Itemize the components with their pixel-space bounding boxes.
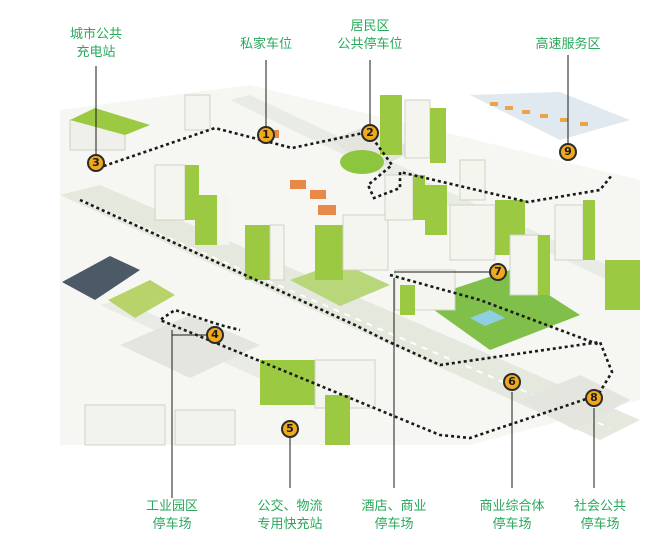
label-line: 停车场 — [152, 517, 192, 532]
highway-service-area — [470, 92, 630, 140]
charging-station-roof — [70, 108, 150, 135]
label-line: 充电站 — [76, 45, 116, 60]
solar-field — [62, 256, 140, 300]
leader-lines — [95, 55, 595, 498]
marker-1: 1 — [257, 126, 275, 144]
marker-9: 9 — [559, 143, 577, 161]
label-line: 专用快充站 — [257, 517, 323, 532]
avenue-lane — [79, 199, 611, 429]
label-line: 高速服务区 — [535, 37, 601, 52]
marker-5: 5 — [281, 420, 299, 438]
label-bus-logistics-charging: 公交、物流 专用快充站 — [240, 498, 340, 534]
label-line: 停车场 — [374, 517, 414, 532]
label-public-charging-station: 城市公共 充电站 — [56, 26, 136, 62]
label-industrial-park-parking: 工业园区 停车场 — [132, 498, 212, 534]
charging-route-line — [79, 126, 614, 440]
label-highway-service-area: 高速服务区 — [520, 36, 616, 54]
label-line: 公共停车位 — [337, 37, 403, 52]
label-line: 酒店、商业 — [361, 499, 427, 514]
label-line: 工业园区 — [145, 499, 198, 514]
marker-7: 7 — [489, 263, 507, 281]
industrial-parking-lot — [120, 315, 260, 378]
factory-roof — [108, 280, 175, 318]
label-residential-parking: 居民区 公共停车位 — [320, 18, 420, 54]
label-line: 公交、物流 — [257, 499, 323, 514]
marker-2: 2 — [361, 124, 379, 142]
label-line: 商业综合体 — [479, 499, 545, 514]
marker-6: 6 — [503, 373, 521, 391]
label-line: 城市公共 — [69, 27, 122, 42]
main-avenue — [60, 185, 640, 440]
public-parking-lot — [520, 375, 630, 430]
residential-parking-lot — [330, 125, 415, 170]
label-public-social-parking: 社会公共 停车场 — [560, 498, 640, 534]
label-line: 停车场 — [492, 517, 532, 532]
label-line: 社会公共 — [573, 499, 626, 514]
label-commercial-complex-parking: 商业综合体 停车场 — [462, 498, 562, 534]
pool — [470, 310, 505, 326]
service-area-cars — [490, 102, 588, 126]
marker-8: 8 — [585, 389, 603, 407]
city-buildings — [84, 94, 640, 446]
label-private-parking: 私家车位 — [226, 36, 306, 54]
marker-3: 3 — [87, 154, 105, 172]
marker-4: 4 — [206, 326, 224, 344]
label-line: 停车场 — [580, 517, 620, 532]
residential-garden — [340, 150, 384, 174]
label-hotel-commercial-parking: 酒店、商业 停车场 — [344, 498, 444, 534]
label-line: 私家车位 — [239, 37, 292, 52]
label-line: 居民区 — [350, 19, 390, 34]
